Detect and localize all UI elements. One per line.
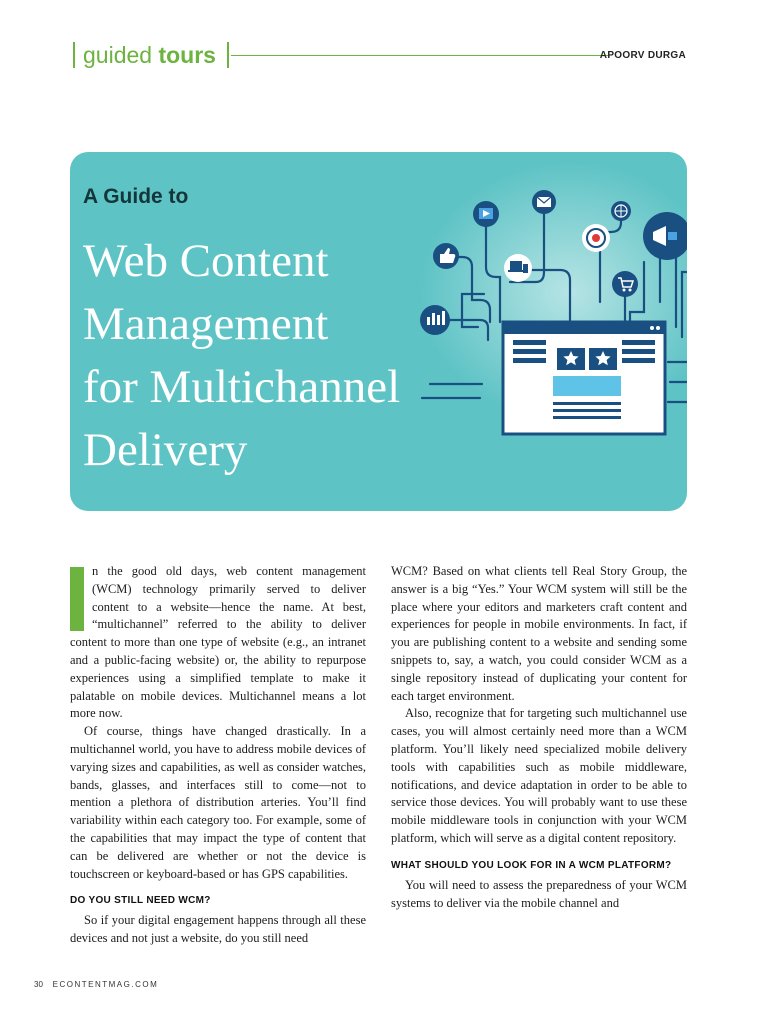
body-paragraph: Of course, things have changed drastical… bbox=[70, 724, 366, 881]
email-icon bbox=[532, 190, 556, 214]
intro-paragraph-text: n the good old days, web content managem… bbox=[70, 564, 366, 721]
hero-title-line: Web Content bbox=[83, 235, 329, 287]
right-column: WCM? Based on what clients tell Real Sto… bbox=[391, 563, 687, 912]
header-rule bbox=[231, 55, 608, 56]
shopping-cart-icon bbox=[612, 271, 638, 297]
globe-icon bbox=[611, 201, 631, 221]
hero-illustration bbox=[420, 162, 687, 436]
body-paragraph: Also, recognize that for targeting such … bbox=[391, 706, 687, 845]
hero-kicker: A Guide to bbox=[83, 185, 189, 208]
drop-cap: I bbox=[70, 567, 84, 631]
hero-title-line: Management bbox=[83, 298, 329, 350]
author-name: APOORV DURGA bbox=[599, 50, 686, 61]
browser-window-icon bbox=[501, 320, 667, 436]
header-bar-left bbox=[73, 42, 75, 68]
megaphone-icon bbox=[643, 212, 687, 260]
video-icon bbox=[473, 201, 499, 227]
section-tag-light: guided bbox=[83, 42, 153, 68]
page-number: 30 bbox=[34, 980, 43, 989]
hero-title-line: Delivery bbox=[83, 424, 248, 476]
body-paragraph: You will need to assess the preparedness… bbox=[391, 877, 687, 910]
section-heading: DO YOU STILL NEED WCM? bbox=[70, 895, 211, 907]
site-url: ECONTENTMAG.COM bbox=[52, 980, 159, 989]
body-paragraph: WCM? Based on what clients tell Real Sto… bbox=[391, 564, 687, 703]
header-bar-right bbox=[227, 42, 229, 68]
section-heading: WHAT SHOULD YOU LOOK FOR IN A WCM PLATFO… bbox=[391, 859, 672, 871]
hero-title-line: for Multichannel bbox=[83, 361, 401, 413]
body-paragraph: So if your digital engagement happens th… bbox=[70, 913, 366, 946]
thumbs-up-icon bbox=[433, 243, 459, 269]
section-tag: guided tours bbox=[83, 40, 216, 70]
section-tag-bold: tours bbox=[158, 42, 216, 68]
hero-banner: A Guide to Web Content Management for Mu… bbox=[70, 152, 687, 511]
target-icon bbox=[582, 224, 610, 252]
hero-title: Web Content Management for Multichannel … bbox=[83, 230, 483, 482]
page-footer: 30 ECONTENTMAG.COM bbox=[34, 980, 158, 989]
bar-chart-icon bbox=[420, 305, 450, 335]
devices-icon bbox=[504, 254, 532, 282]
